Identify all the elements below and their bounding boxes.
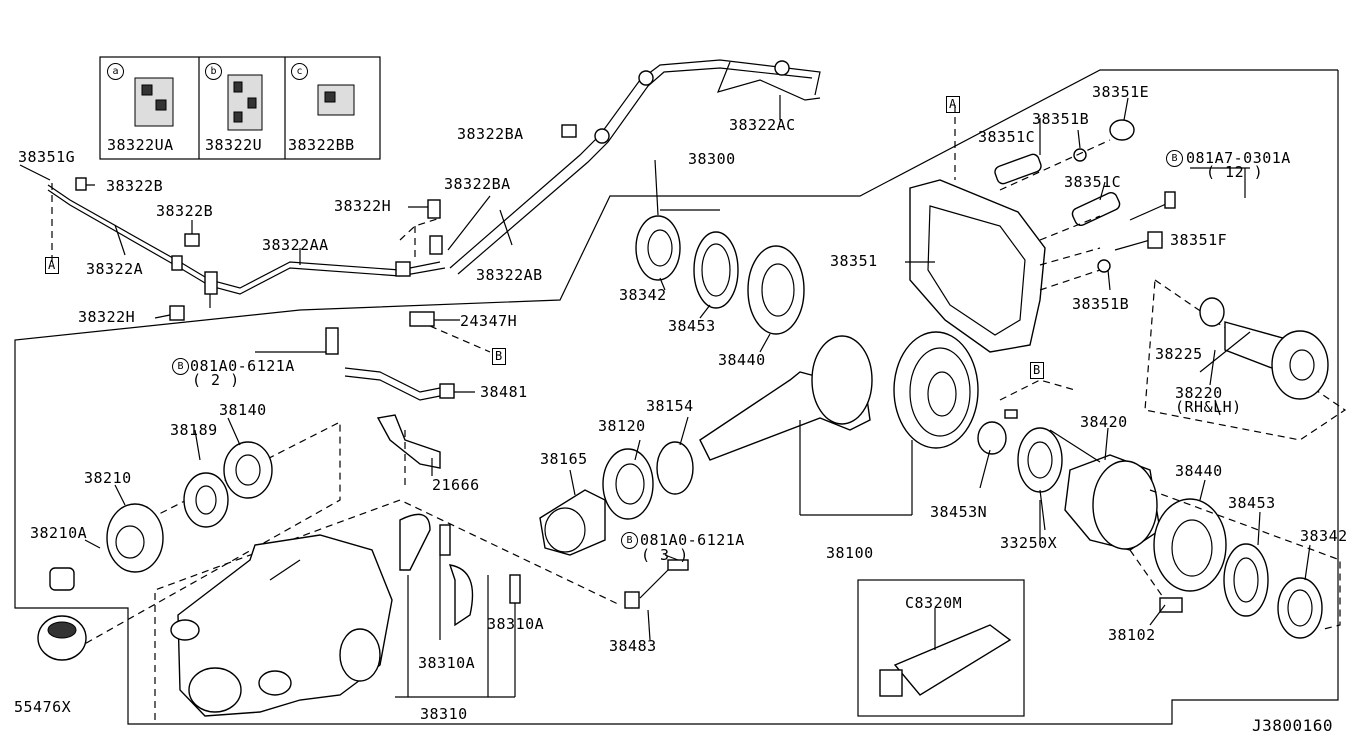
part-label: 38342 — [619, 286, 667, 304]
part-qty: ( 3 ) — [641, 546, 689, 564]
side-flange-drawing — [1144, 278, 1347, 441]
part-label: 38322AC — [729, 116, 796, 134]
part-label: 38322H — [334, 197, 392, 215]
part-label: 38322UA — [107, 136, 174, 154]
part-label: 38100 — [826, 544, 874, 562]
part-label: 38220 — [1175, 384, 1223, 402]
part-label: 38310A — [418, 654, 476, 672]
bearing-caps-drawing — [395, 513, 521, 698]
part-label: 38351C — [1064, 173, 1122, 191]
breather-tube-left — [19, 164, 446, 321]
part-label: 38351B — [1032, 110, 1090, 128]
part-label: 38342 — [1300, 527, 1348, 545]
part-label: 38322B — [106, 177, 164, 195]
part-label: 24347H — [460, 312, 518, 330]
clip-b-drawing — [227, 74, 263, 131]
part-label: 38322U — [205, 136, 263, 154]
clip-mark-b: b — [205, 63, 222, 80]
ref-marker-b-right: B — [1030, 362, 1044, 379]
part-label: 38453 — [668, 317, 716, 335]
part-label: 38453N — [930, 503, 988, 521]
part-label: 38351C — [978, 128, 1036, 146]
part-label: 38440 — [718, 351, 766, 369]
clip-mark-c: c — [291, 63, 308, 80]
part-label: 38351G — [18, 148, 76, 166]
sealant-inset-box — [857, 579, 1025, 717]
part-label: 38440 — [1175, 462, 1223, 480]
part-label: 38154 — [646, 397, 694, 415]
part-qty: ( 12 ) — [1206, 163, 1264, 181]
part-label: 081A0-6121A — [640, 531, 745, 549]
diff-case-group — [977, 379, 1341, 639]
drive-pinion-group — [539, 215, 913, 556]
part-note: (RH&LH) — [1175, 398, 1242, 416]
clip-a-drawing — [134, 77, 174, 127]
diagram-code: J3800160 — [1252, 716, 1334, 735]
part-label: 38351B — [1072, 295, 1130, 313]
part-label: 38322BA — [457, 125, 524, 143]
ring-gear-drawing — [893, 331, 979, 449]
part-label: 38120 — [598, 417, 646, 435]
part-label: 38322AB — [476, 266, 543, 284]
part-label: 38310 — [420, 705, 468, 723]
part-label: 38300 — [688, 150, 736, 168]
part-label: 38351E — [1092, 83, 1150, 101]
harness-clip-drawing — [409, 311, 435, 327]
part-label: 38322H — [78, 308, 136, 326]
bolt-mark-b-icon: B — [1166, 150, 1183, 167]
part-label: 38210 — [84, 469, 132, 487]
sealant-tube-drawing — [879, 608, 1012, 697]
part-label: 38351F — [1170, 231, 1228, 249]
clip-mark-a: a — [107, 63, 124, 80]
part-label: 55476X — [14, 698, 72, 716]
part-label: 38351 — [830, 252, 878, 270]
part-label: 38310A — [487, 615, 545, 633]
part-label: 21666 — [432, 476, 480, 494]
part-label: 081A0-6121A — [190, 357, 295, 375]
part-label: 38322BB — [288, 136, 355, 154]
part-qty: ( 2 ) — [192, 371, 240, 389]
part-label: 38420 — [1080, 413, 1128, 431]
part-label: 081A7-0301A — [1186, 149, 1291, 167]
part-label: 38322B — [156, 202, 214, 220]
part-label: 38322BA — [444, 175, 511, 193]
part-label: 38322AA — [262, 236, 329, 254]
diff-carrier-drawing — [154, 499, 621, 720]
part-label: 38481 — [480, 383, 528, 401]
clip-c-drawing — [317, 84, 355, 116]
part-label: 38165 — [540, 450, 588, 468]
part-label: 38210A — [30, 524, 88, 542]
part-label: 38102 — [1108, 626, 1156, 644]
part-label: 38453 — [1228, 494, 1276, 512]
part-label: 38189 — [170, 421, 218, 439]
part-label: C8320M — [905, 594, 963, 612]
ref-marker-b-left: B — [492, 348, 506, 365]
part-label: 38322A — [86, 260, 144, 278]
rear-cover-drawing — [909, 105, 1176, 353]
bolt-mark-b-icon: B — [621, 532, 638, 549]
assembly-outline — [14, 69, 1339, 725]
bolt-mark-b-icon: B — [172, 358, 189, 375]
ref-marker-a-right: A — [946, 96, 960, 113]
part-label: 33250X — [1000, 534, 1058, 552]
companion-flange-group — [37, 417, 341, 661]
part-label: 38483 — [609, 637, 657, 655]
part-label: 38225 — [1155, 345, 1203, 363]
bracket-drawing — [255, 327, 475, 490]
breather-tube-top — [395, 59, 821, 277]
ref-marker-a-left: A — [45, 257, 59, 274]
clip-inset-box — [99, 56, 381, 160]
part-label: 38140 — [219, 401, 267, 419]
